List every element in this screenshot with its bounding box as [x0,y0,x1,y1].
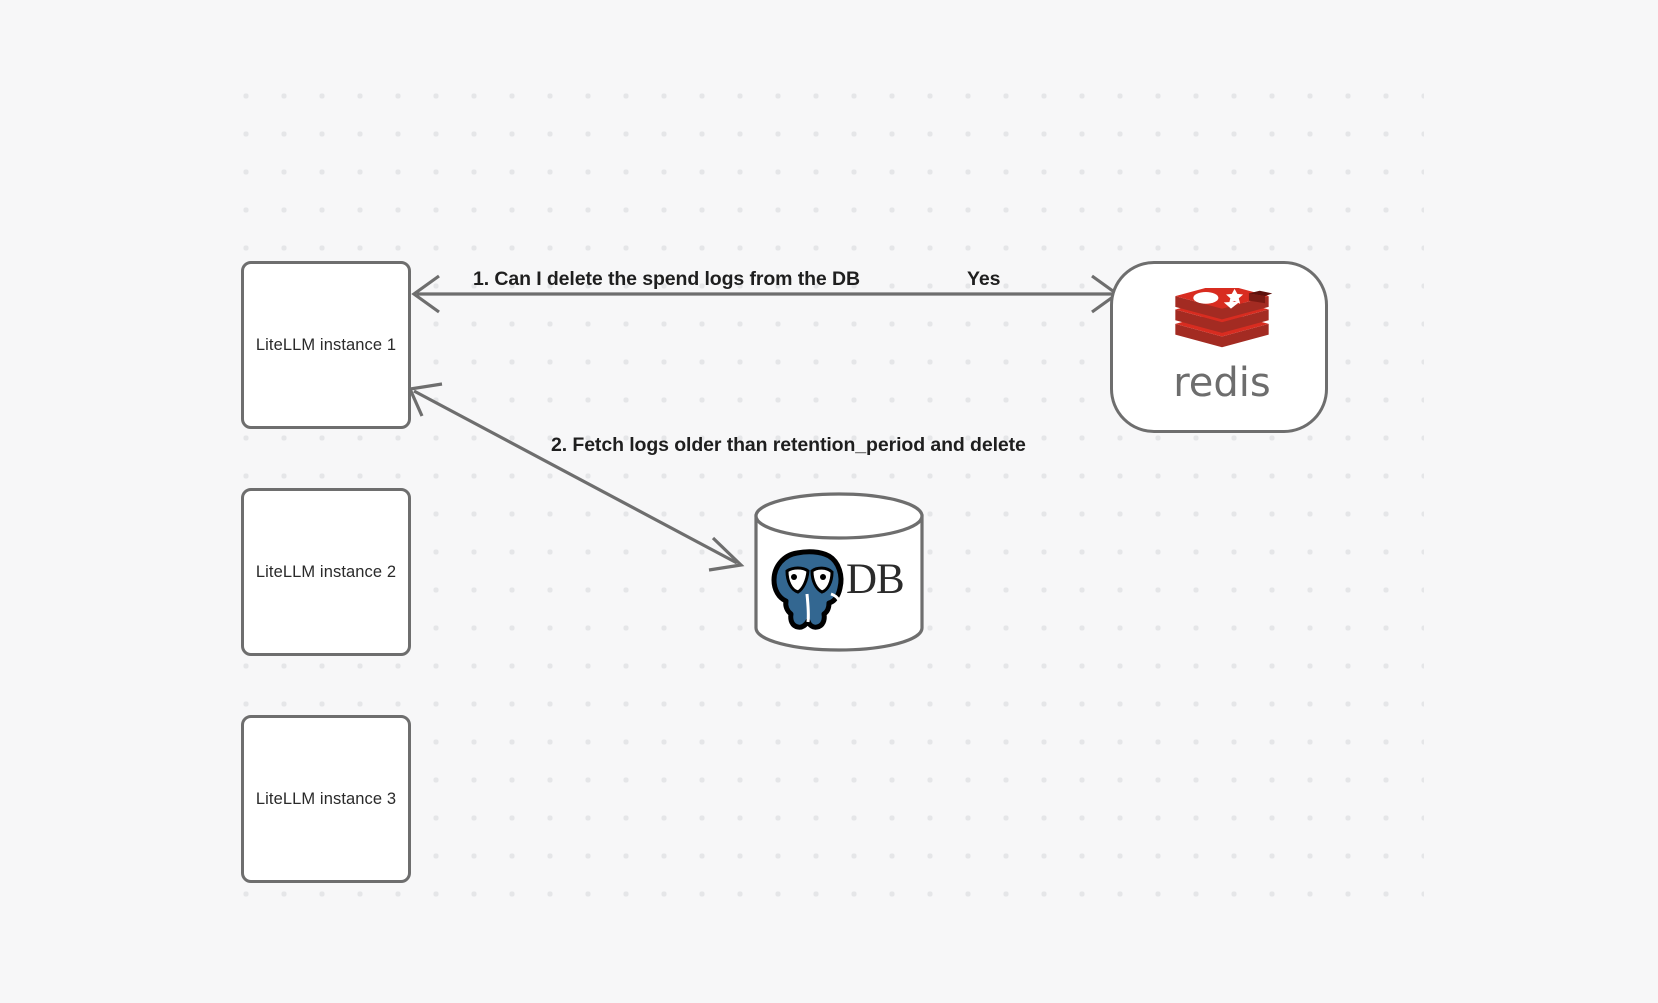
node-litellm-instance-3[interactable]: LiteLLM instance 3 [241,715,411,883]
redis-logo: redis [1160,288,1284,406]
node-litellm-instance-2[interactable]: LiteLLM instance 2 [241,488,411,656]
postgresql-elephant-icon [771,549,844,630]
node-redis[interactable]: redis [1110,261,1328,433]
edge-label-1-answer: Yes [967,268,1001,290]
node-litellm-instance-3-label: LiteLLM instance 3 [255,789,397,808]
node-litellm-instance-2-label: LiteLLM instance 2 [255,562,397,581]
edge-label-2: 2. Fetch logs older than retention_perio… [551,434,1026,456]
node-database[interactable]: DB [753,492,925,652]
arrowhead-upleft [407,382,443,417]
node-litellm-instance-1-label: LiteLLM instance 1 [255,335,397,354]
edge-label-1: 1. Can I delete the spend logs from the … [473,268,860,290]
arrowhead-downright [708,536,745,572]
arrowhead-left [411,274,440,314]
redis-stack-icon [1175,288,1273,348]
db-label: DB [846,556,905,603]
node-litellm-instance-1[interactable]: LiteLLM instance 1 [241,261,411,429]
edge-litellm1-db [407,382,745,572]
redis-wordmark: redis [1173,360,1271,406]
